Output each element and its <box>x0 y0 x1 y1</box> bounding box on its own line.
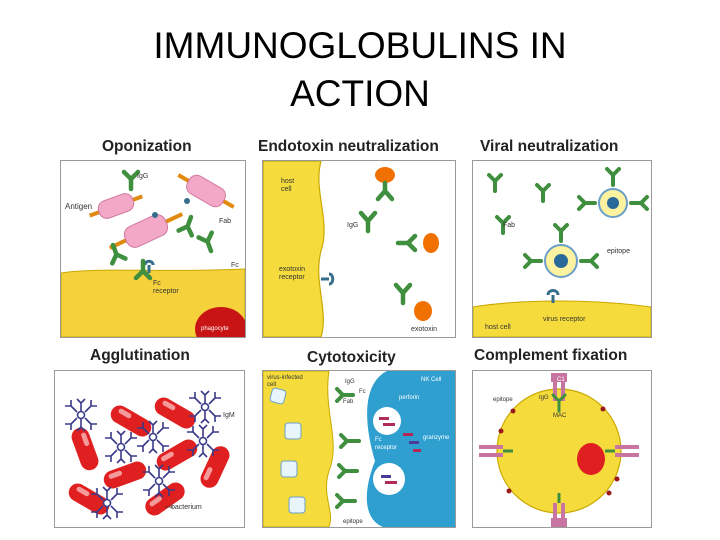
igg-antibody-4 <box>199 233 218 254</box>
cell-nucleus <box>577 443 605 475</box>
exotoxin-label: exotoxin <box>411 326 437 333</box>
exotoxin-receptor-icon <box>321 272 335 286</box>
mac-complex-left <box>479 445 503 457</box>
cytotoxicity-panel: virus-infected cell IgG Fab Fc NK Cell p… <box>262 370 456 528</box>
phagocyte-label: phagocyte <box>201 326 229 332</box>
exotoxin-2 <box>423 233 439 253</box>
phagocyte-nucleus <box>195 307 245 337</box>
host-cell-label-2: cell <box>281 186 292 193</box>
fc-receptor-label-2: receptor <box>375 445 397 451</box>
viral-panel: host cell virus receptor Fab epitope <box>472 160 652 338</box>
page-title-line-1: IMMUNOGLOBULINS IN <box>153 25 567 66</box>
host-cell <box>263 161 325 337</box>
page-title-line-2: ACTION <box>290 73 430 114</box>
host-cell-label-1: host <box>281 178 294 185</box>
endotoxin-title: Endotoxin neutralization <box>258 138 439 155</box>
igg-label: IgG <box>137 173 148 180</box>
granzyme-label: granzyme <box>423 435 450 441</box>
exotoxin-receptor-label-2: receptor <box>279 274 305 281</box>
igg-antibody-4 <box>393 282 413 306</box>
mac-complex-right <box>615 445 639 457</box>
antigen-2 <box>108 212 184 250</box>
nk-cell-label: NK Cell <box>421 377 441 383</box>
fab-label: Fab <box>343 399 354 405</box>
igg-antibody-1 <box>124 172 138 189</box>
epitope-label: epitope <box>343 519 363 525</box>
host-cell-label: host cell <box>485 324 511 331</box>
antigen-1 <box>89 193 143 219</box>
c1-label: C1 <box>557 377 565 383</box>
virus-infected-label-1: virus-infected <box>267 375 303 381</box>
exotoxin-1 <box>375 167 395 183</box>
complement-panel: C1 epitope IgG MAC <box>472 370 652 528</box>
igg-antibody-1 <box>375 180 395 202</box>
complement-title: Complement fixation <box>474 347 628 364</box>
epitope-label: epitope <box>607 248 630 255</box>
opsonization-title: Oponization <box>102 138 192 155</box>
host-cell <box>473 300 651 337</box>
agglutination-title: Agglutination <box>90 347 190 364</box>
igg-label: IgG <box>539 395 549 401</box>
endotoxin-panel: host cell exotoxin receptor IgG exotoxin <box>262 160 456 338</box>
antigen-3 <box>177 173 235 209</box>
viral-title: Viral neutralization <box>480 138 619 155</box>
igg-label: IgG <box>347 222 358 229</box>
igg-antibody-3 <box>395 233 418 253</box>
bacterium-1 <box>69 425 101 473</box>
fab-label: Fab <box>219 218 231 225</box>
virus-receptor-icon <box>546 289 560 303</box>
igg-label: IgG <box>345 379 355 385</box>
exotoxin-3 <box>414 301 432 321</box>
igm-label: IgM <box>223 412 235 419</box>
bacterium-cell <box>496 388 622 514</box>
virus-infected-label-2: cell <box>267 382 276 388</box>
igm-1 <box>64 398 98 432</box>
fc-label: Fc <box>359 389 366 395</box>
mac-label: MAC <box>553 413 567 419</box>
exotoxin-receptor-label-1: exotoxin <box>279 266 305 273</box>
epitope-label: epitope <box>493 397 513 403</box>
fc-receptor-label-2: receptor <box>153 288 179 295</box>
fc-label: Fc <box>231 262 239 269</box>
bacterium-label: bacterium <box>171 504 202 511</box>
granzyme-granule <box>373 463 405 495</box>
cytotoxicity-title: Cytotoxicity <box>307 349 396 366</box>
fc-receptor-label-1: Fc <box>153 280 161 287</box>
perforin-granule <box>373 407 401 435</box>
igg-antibody-3 <box>179 215 198 236</box>
antigen-label: Antigen <box>65 202 92 211</box>
fc-receptor-label-1: Fc <box>375 437 382 443</box>
igg-antibody-2 <box>358 210 378 234</box>
opsonization-panel: phagocyte IgG Antigen Fab Fc Fc receptor <box>60 160 246 338</box>
virus-receptor-label: virus receptor <box>543 316 586 323</box>
perforin-label: perforin <box>399 395 419 401</box>
agglutination-panel: IgM bacterium <box>54 370 245 528</box>
virus-infected-cell <box>263 371 334 527</box>
fab-label: Fab <box>503 222 515 229</box>
